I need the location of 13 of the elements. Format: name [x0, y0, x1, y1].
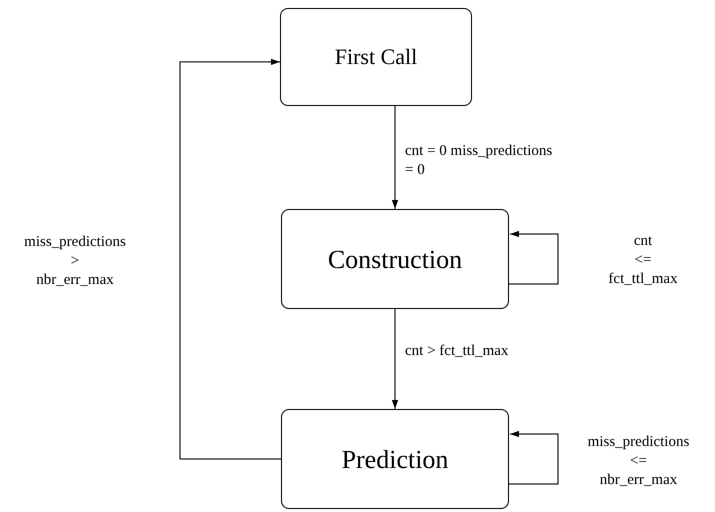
edge-label: cnt = 0 miss_predictions = 0	[405, 142, 554, 180]
arrow	[392, 106, 398, 210]
state-box: Construction	[281, 209, 509, 309]
arrow	[180, 58, 282, 460]
arrow	[508, 430, 558, 484]
state-box: Prediction	[281, 409, 509, 509]
arrow	[392, 308, 398, 410]
edge-label: miss_predictions <= nbr_err_max	[586, 433, 690, 490]
edge-label: cnt <= fct_ttl_max	[607, 232, 679, 289]
edge-label: cnt > fct_ttl_max	[405, 342, 510, 361]
edge-label: miss_predictions > nbr_err_max	[23, 233, 127, 290]
state-box: First Call	[280, 8, 472, 106]
arrow	[508, 230, 558, 284]
